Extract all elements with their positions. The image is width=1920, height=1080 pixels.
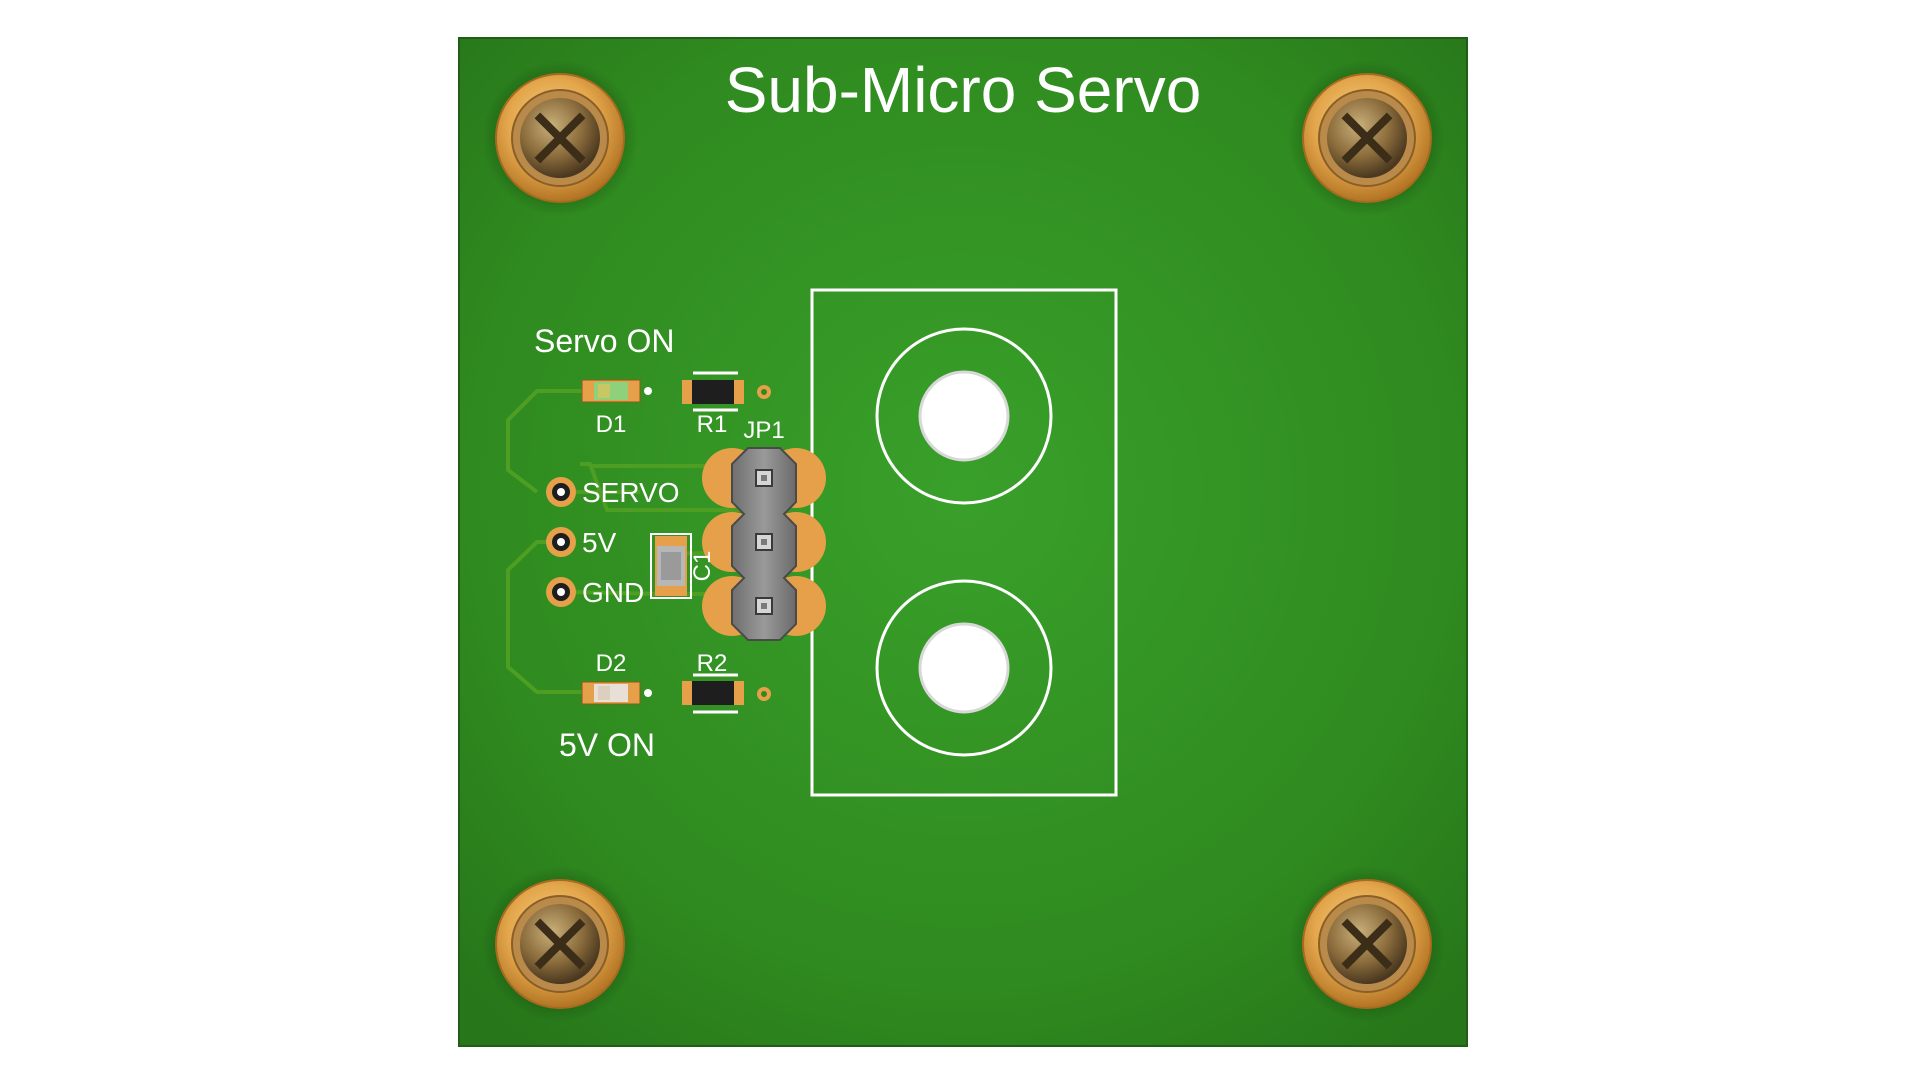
header-pin-1 bbox=[755, 469, 773, 487]
header-pin-2 bbox=[755, 533, 773, 551]
screw-mount-icon bbox=[534, 112, 586, 164]
servo-mount-ring-top bbox=[875, 327, 1053, 505]
test-point-icon bbox=[757, 385, 771, 399]
screw-mount-icon bbox=[1341, 918, 1393, 970]
label-d2: D2 bbox=[596, 650, 627, 677]
header-pin-3 bbox=[755, 597, 773, 615]
servo-footprint bbox=[810, 288, 1118, 797]
label-pin-5v: 5V bbox=[582, 527, 617, 558]
screw-mount-icon bbox=[1341, 112, 1393, 164]
pad-gnd bbox=[546, 577, 576, 607]
mounting-hole-bottom-right bbox=[1289, 866, 1445, 1022]
label-pin-servo: SERVO bbox=[582, 477, 680, 508]
resistor-r2 bbox=[682, 673, 744, 714]
label-r1: R1 bbox=[697, 411, 728, 438]
mounting-hole-bottom-left bbox=[482, 866, 638, 1022]
mounting-hole-top-left bbox=[482, 60, 638, 216]
pad-servo bbox=[546, 477, 576, 507]
led-d1 bbox=[581, 379, 652, 403]
pcb-board bbox=[458, 37, 1468, 1047]
label-5v-on: 5V ON bbox=[559, 727, 655, 763]
label-c1: C1 bbox=[689, 551, 716, 582]
label-d1: D1 bbox=[596, 411, 627, 438]
label-r2: R2 bbox=[697, 650, 728, 677]
servo-mount-hole-top bbox=[918, 370, 1010, 462]
test-point-icon bbox=[757, 687, 771, 701]
resistor-r1 bbox=[682, 371, 744, 412]
header-jp1 bbox=[702, 447, 826, 641]
capacitor-c1 bbox=[650, 533, 692, 599]
label-servo-on: Servo ON bbox=[534, 323, 674, 359]
led-d2 bbox=[581, 681, 652, 705]
screw-mount-icon bbox=[534, 918, 586, 970]
mounting-hole-top-right bbox=[1289, 60, 1445, 216]
label-jp1: JP1 bbox=[743, 417, 784, 444]
pad-5v bbox=[546, 527, 576, 557]
label-pin-gnd: GND bbox=[582, 577, 644, 608]
board-title: Sub-Micro Servo bbox=[725, 54, 1202, 126]
servo-mount-hole-bottom bbox=[918, 622, 1010, 714]
servo-mount-ring-bottom bbox=[875, 579, 1053, 757]
